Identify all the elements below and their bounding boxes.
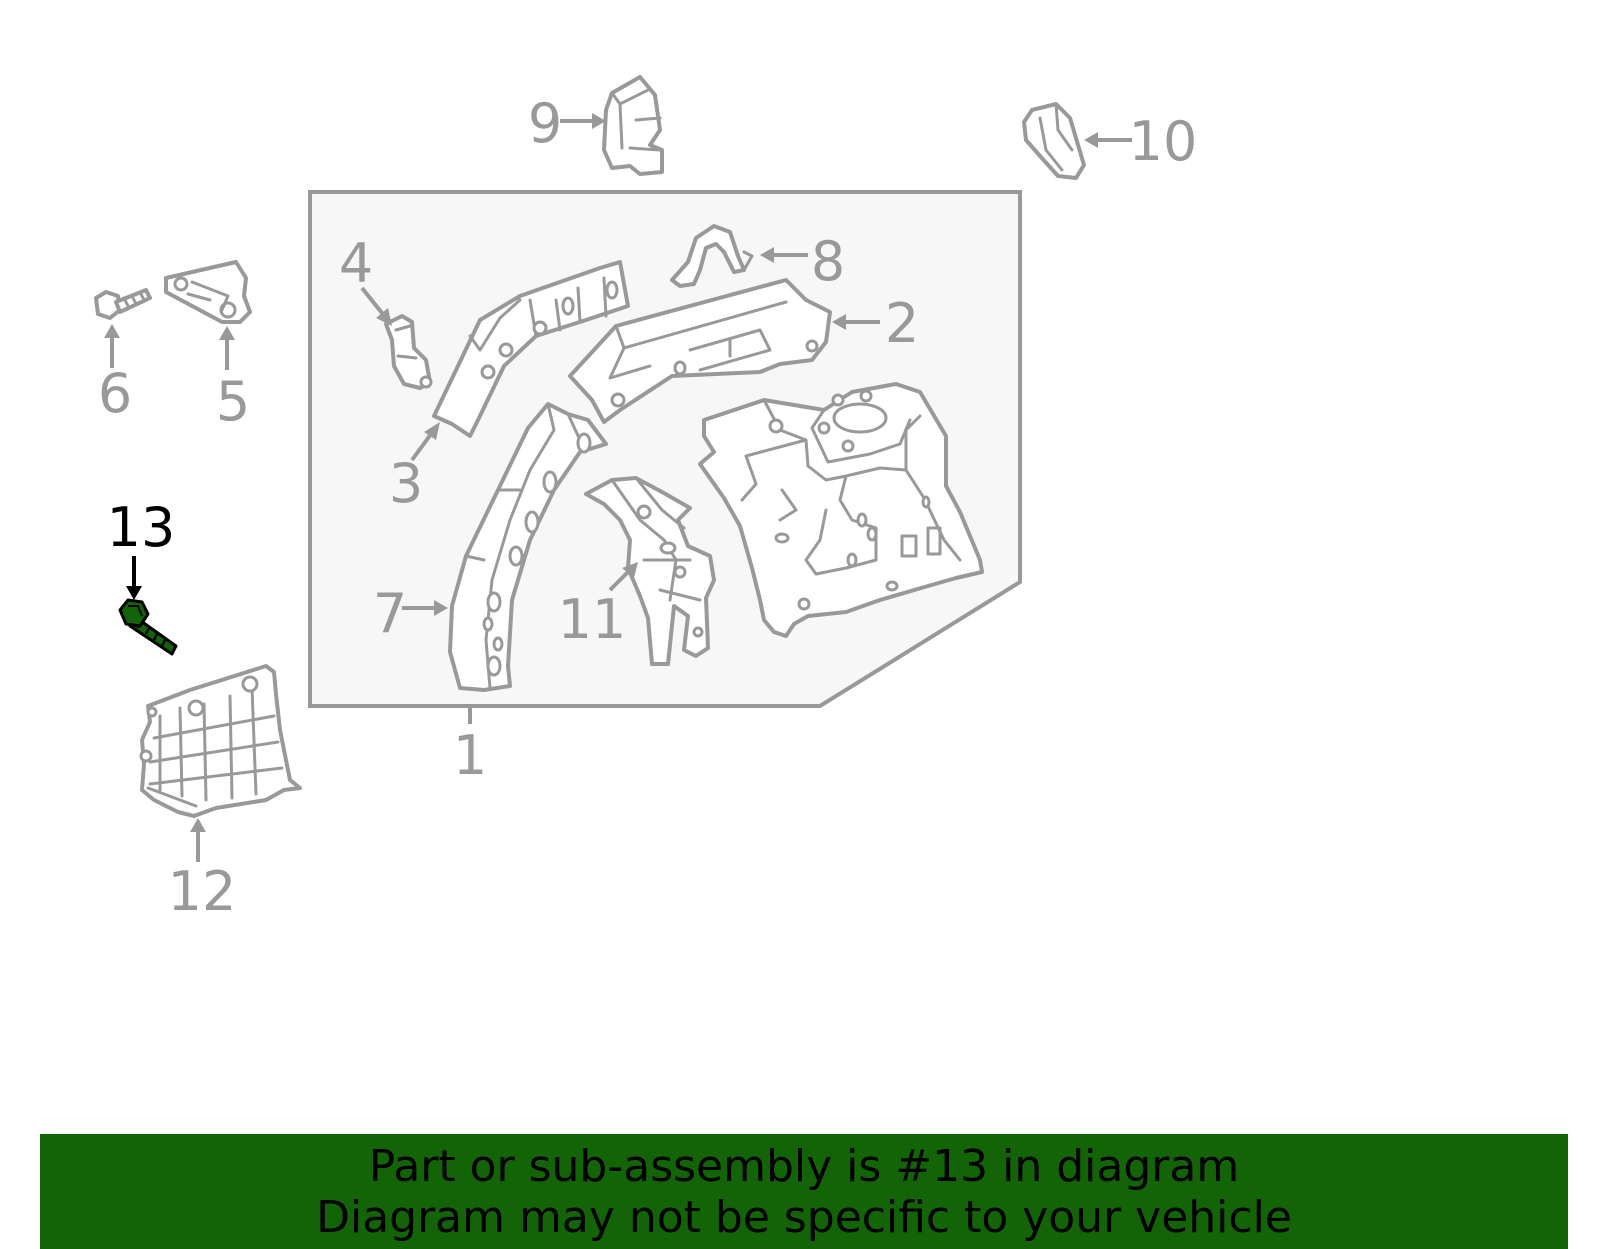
info-banner: Part or sub-assembly is #13 in diagram D… [40, 1134, 1568, 1249]
callout-10: 10 [1129, 110, 1198, 173]
callout-2: 2 [885, 292, 919, 355]
callout-11: 11 [558, 588, 627, 651]
part-2-member[interactable] [568, 278, 832, 424]
callout-1: 1 [453, 724, 487, 787]
callout-3: 3 [389, 452, 423, 515]
part-10-bracket[interactable] [1022, 102, 1086, 180]
callout-4: 4 [339, 232, 373, 295]
callout-7: 7 [373, 582, 407, 645]
arrowhead-5 [219, 326, 235, 340]
part-3-rail[interactable] [432, 260, 630, 438]
part-11-bracket[interactable] [584, 476, 716, 666]
arrowhead-8 [760, 247, 774, 263]
arrowhead-4 [376, 308, 392, 326]
banner-line-1: Part or sub-assembly is #13 in diagram [368, 1140, 1240, 1192]
arrowhead-13 [126, 586, 142, 600]
part-5-plate[interactable] [164, 260, 252, 324]
callout-9: 9 [528, 92, 562, 155]
part-4-bracket[interactable] [384, 314, 433, 390]
arrowhead-6 [104, 324, 120, 338]
part-6-bolt[interactable] [94, 288, 152, 320]
arrowhead-7 [434, 600, 448, 616]
callout-13: 13 [107, 496, 176, 559]
part-13-bolt-highlighted[interactable] [118, 598, 178, 656]
callout-8: 8 [811, 230, 845, 293]
callout-12: 12 [168, 860, 237, 923]
arrowhead-3 [424, 422, 440, 440]
arrowhead-12 [190, 818, 206, 832]
arrowhead-10 [1084, 132, 1098, 148]
wheelhouse-panel[interactable] [698, 382, 984, 638]
part-8-clip[interactable] [670, 224, 754, 288]
banner-line-2: Diagram may not be specific to your vehi… [316, 1191, 1292, 1243]
callout-5: 5 [216, 370, 250, 433]
part-7-rail[interactable] [448, 402, 608, 692]
callout-6: 6 [98, 362, 132, 425]
arrowhead-11 [622, 562, 638, 578]
arrowhead-9 [592, 113, 606, 129]
arrowhead-2 [832, 314, 846, 330]
part-9-bracket[interactable] [602, 75, 664, 176]
part-12-shield[interactable] [139, 664, 302, 818]
